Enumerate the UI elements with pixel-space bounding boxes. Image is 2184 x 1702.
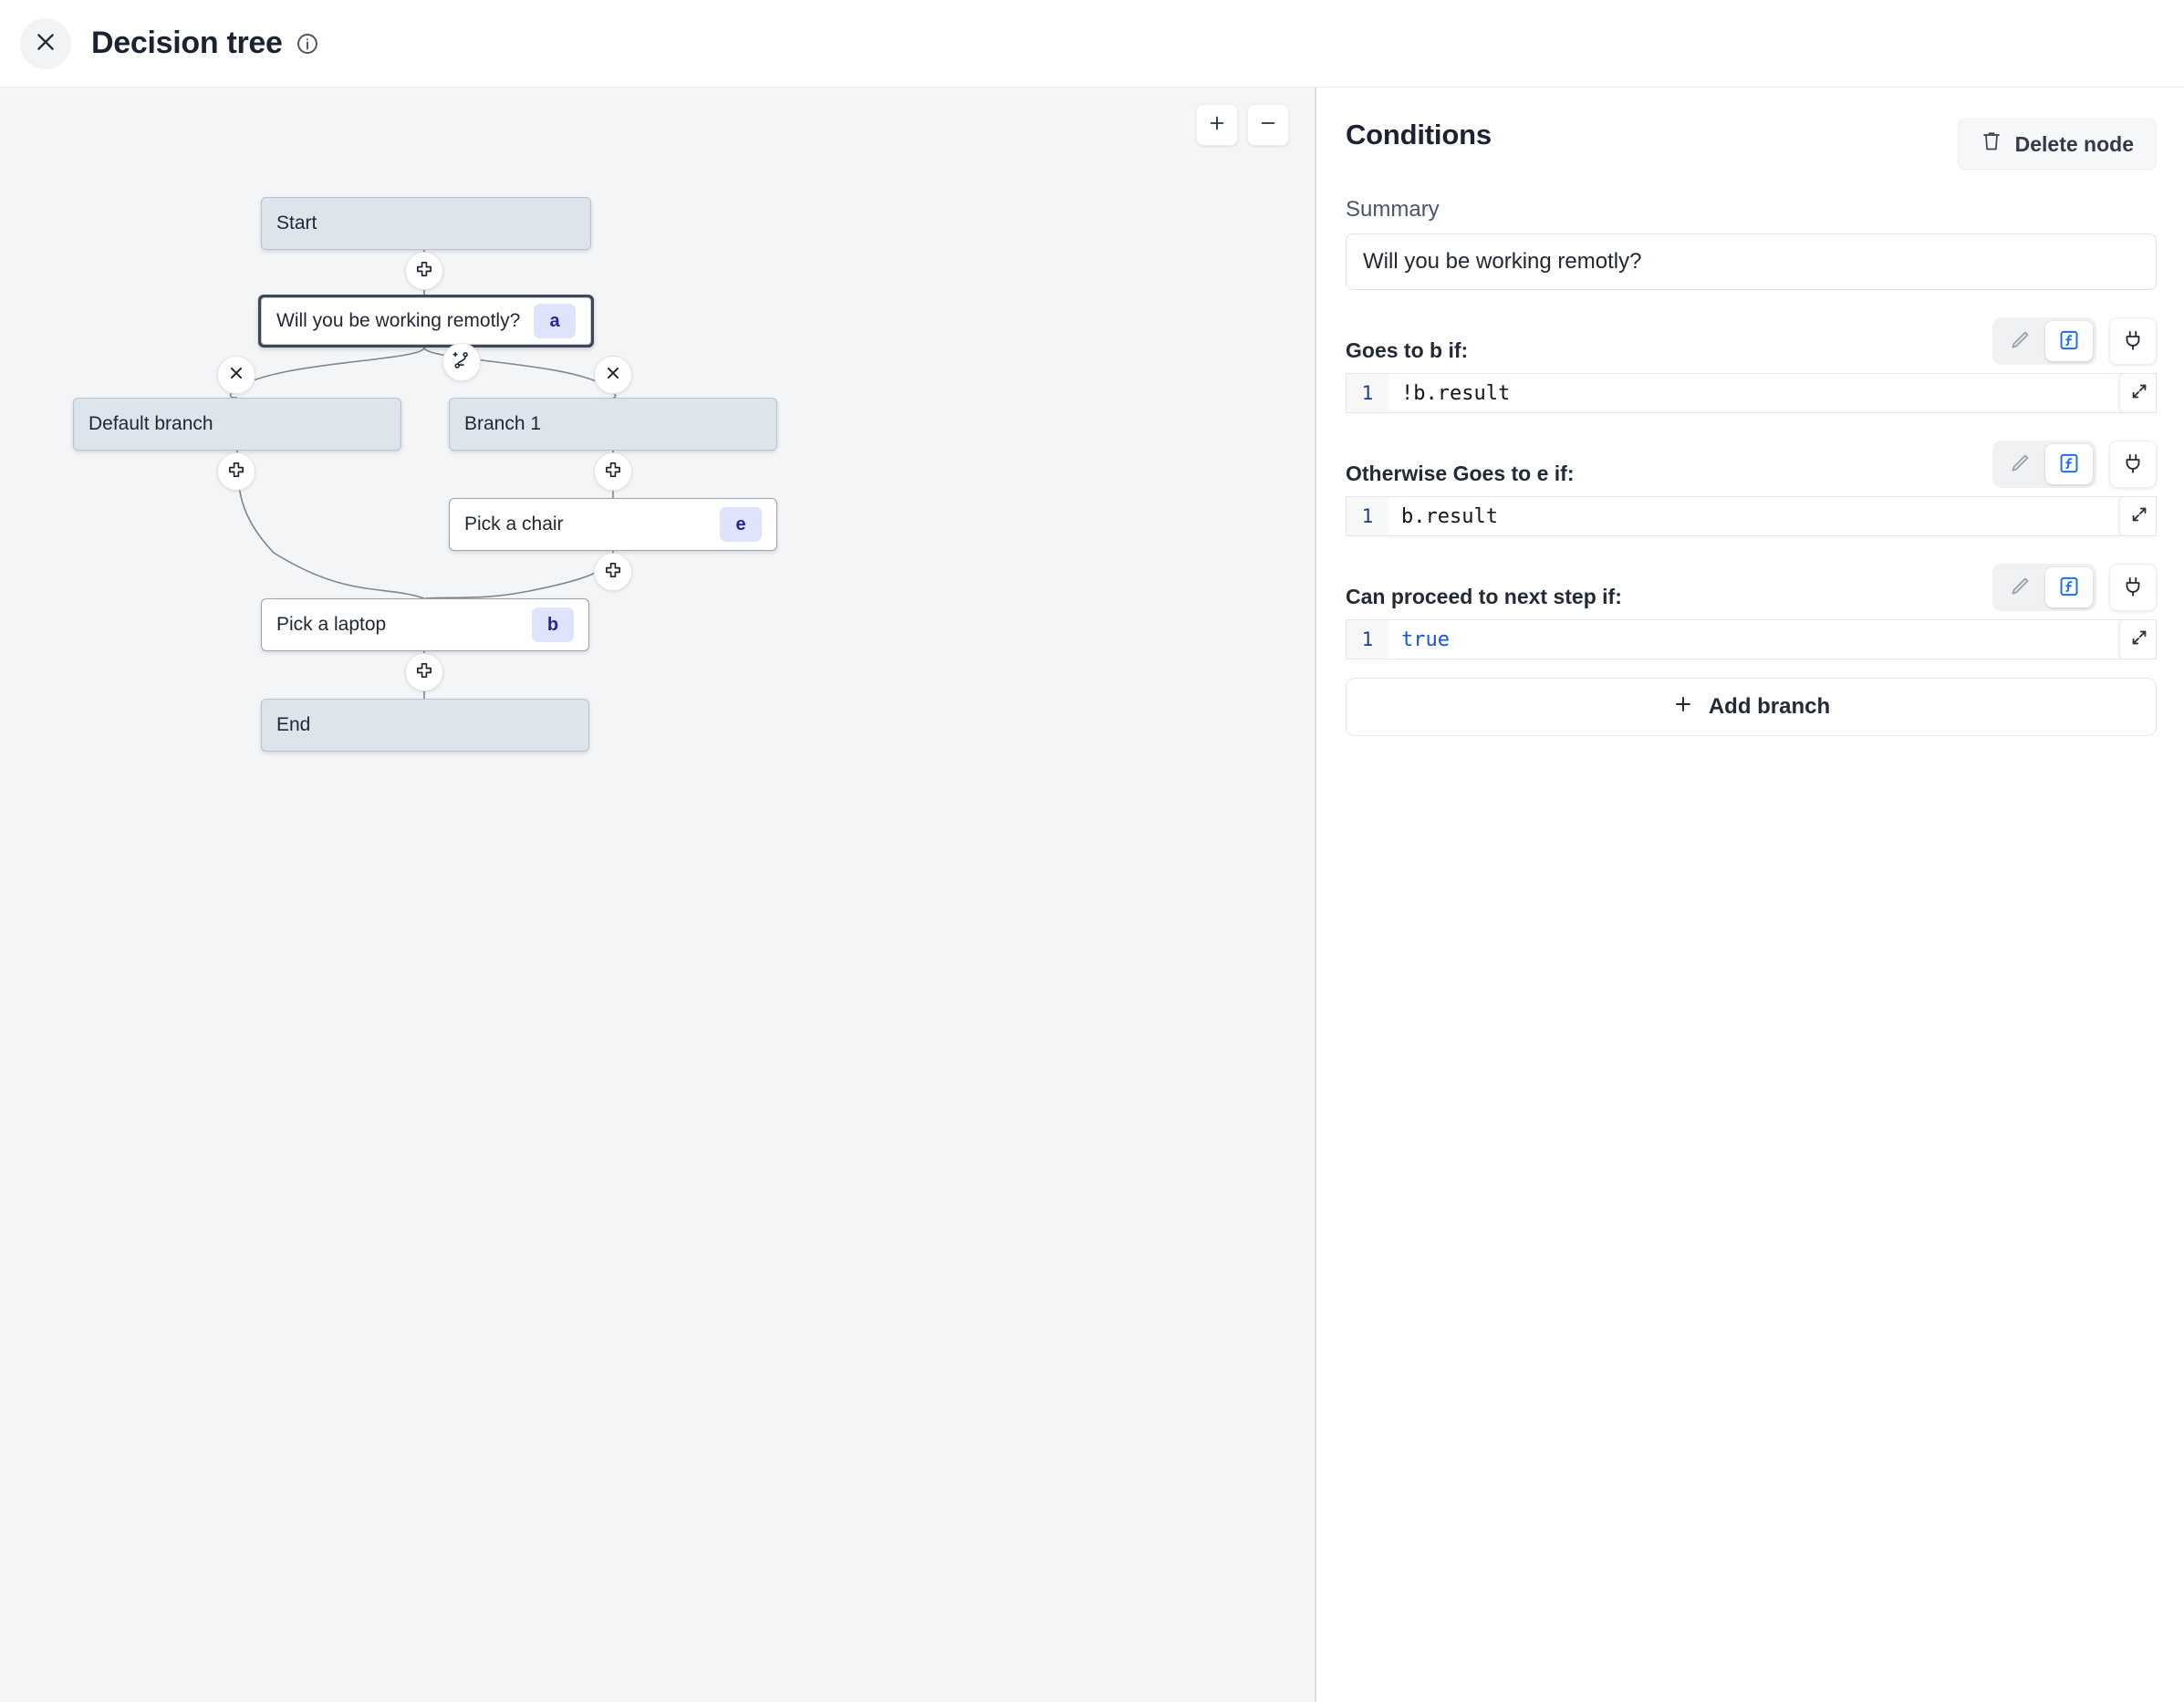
info-icon[interactable]	[296, 32, 319, 56]
connect-button[interactable]	[2109, 564, 2157, 611]
code-editor[interactable]: 1 b.result	[1346, 496, 2157, 536]
code-content[interactable]: !b.result	[1401, 381, 1511, 405]
panel-title: Conditions	[1346, 119, 1492, 150]
close-button[interactable]	[20, 17, 71, 69]
flow-node-badge: b	[532, 607, 574, 642]
code-editor[interactable]: 1 true	[1346, 619, 2157, 659]
flow-node-badge: a	[534, 304, 576, 338]
app-header: Decision tree	[0, 0, 2184, 88]
flow-node-start[interactable]: Start	[261, 197, 591, 250]
pencil-icon	[2008, 451, 2032, 478]
code-editor[interactable]: 1 !b.result	[1346, 373, 2157, 413]
flow-node-b[interactable]: Pick a laptop b	[261, 598, 589, 651]
condition-block: Goes to b if:	[1346, 317, 2157, 413]
function-icon	[2057, 328, 2081, 355]
flow-node-default[interactable]: Default branch	[73, 398, 401, 451]
pencil-icon	[2008, 575, 2032, 601]
condition-block: Can proceed to next step if:	[1346, 564, 2157, 659]
flow-node-badge: e	[720, 507, 762, 542]
flow-edges	[229, 250, 617, 699]
delete-node-label: Delete node	[2014, 131, 2134, 156]
flow-node-label: Pick a chair	[464, 514, 564, 534]
add-step-handle[interactable]	[217, 452, 255, 491]
line-number: 1	[1347, 497, 1388, 535]
code-content[interactable]: true	[1401, 628, 1450, 651]
connect-button[interactable]	[2109, 317, 2157, 365]
flow-node-end[interactable]: End	[261, 699, 589, 752]
connect-button[interactable]	[2109, 441, 2157, 488]
add-branch-button[interactable]: Add branch	[1346, 678, 2157, 736]
add-step-icon	[603, 460, 623, 484]
condition-toolbar	[1992, 441, 2157, 488]
line-number: 1	[1347, 374, 1388, 412]
minus-icon	[1258, 113, 1278, 138]
panel-header: Conditions Delete node	[1346, 119, 2157, 170]
flow-node-a[interactable]: Will you be working remotly? a	[258, 295, 594, 348]
add-step-handle[interactable]	[594, 553, 632, 591]
plug-icon	[2121, 575, 2145, 601]
condition-title: Can proceed to next step if:	[1346, 585, 1622, 608]
expand-icon	[2129, 381, 2149, 406]
expand-editor-button[interactable]	[2119, 620, 2156, 659]
flow-node-label: Start	[276, 213, 317, 234]
function-mode-button[interactable]	[2045, 444, 2093, 484]
function-icon	[2057, 451, 2081, 478]
zoom-in-button[interactable]	[1196, 104, 1238, 146]
code-content[interactable]: b.result	[1401, 504, 1498, 528]
add-step-handle[interactable]	[405, 252, 443, 290]
edit-mode-button[interactable]	[1996, 444, 2044, 484]
expand-icon	[2129, 504, 2149, 529]
page-title: Decision tree	[91, 26, 283, 60]
pencil-icon	[2008, 328, 2032, 355]
condition-toolbar	[1992, 317, 2157, 365]
properties-panel: Conditions Delete node Summary Goes to b…	[1318, 88, 2184, 1702]
remove-branch-icon	[603, 363, 623, 388]
summary-label: Summary	[1346, 197, 1440, 222]
line-number: 1	[1347, 620, 1388, 659]
condition-toolbar	[1992, 564, 2157, 611]
summary-input[interactable]	[1346, 234, 2157, 290]
plus-icon	[1672, 693, 1694, 721]
flow-node-branch1[interactable]: Branch 1	[449, 398, 777, 451]
condition-block: Otherwise Goes to e if:	[1346, 441, 2157, 536]
plug-icon	[2121, 451, 2145, 478]
flow-node-label: End	[276, 714, 311, 735]
expand-icon	[2129, 628, 2149, 652]
expand-editor-button[interactable]	[2119, 374, 2156, 412]
add-step-icon	[414, 660, 434, 685]
plug-icon	[2121, 328, 2145, 355]
add-step-icon	[414, 259, 434, 284]
flow-node-label: Default branch	[88, 413, 213, 434]
flow-node-label: Branch 1	[464, 413, 542, 434]
condition-title: Goes to b if:	[1346, 338, 1469, 362]
function-icon	[2057, 575, 2081, 601]
add-step-handle[interactable]	[405, 653, 443, 691]
delete-node-button[interactable]: Delete node	[1957, 119, 2157, 170]
flow-node-label: Pick a laptop	[276, 614, 387, 635]
function-mode-button[interactable]	[2045, 321, 2093, 361]
edit-mode-button[interactable]	[1996, 321, 2044, 361]
add-branch-handle[interactable]	[442, 343, 481, 381]
remove-branch-handle[interactable]	[217, 356, 255, 394]
close-icon	[34, 30, 57, 57]
function-mode-button[interactable]	[2045, 567, 2093, 607]
zoom-out-button[interactable]	[1247, 104, 1289, 146]
add-step-handle[interactable]	[594, 452, 632, 491]
trash-icon	[1981, 130, 2002, 159]
flow-node-e[interactable]: Pick a chair e	[449, 498, 777, 551]
add-branch-icon	[452, 350, 472, 375]
flow-node-body: Will you be working remotly? a	[261, 297, 591, 345]
expand-editor-button[interactable]	[2119, 497, 2156, 535]
add-branch-label: Add branch	[1708, 694, 1831, 719]
add-step-icon	[603, 560, 623, 585]
plus-icon	[1207, 113, 1227, 138]
remove-branch-handle[interactable]	[594, 356, 632, 394]
remove-branch-icon	[226, 363, 246, 388]
condition-title: Otherwise Goes to e if:	[1346, 462, 1575, 485]
add-step-icon	[226, 460, 246, 484]
flow-node-label: Will you be working remotly?	[276, 310, 521, 331]
zoom-controls	[1196, 104, 1289, 146]
edit-mode-button[interactable]	[1996, 567, 2044, 607]
